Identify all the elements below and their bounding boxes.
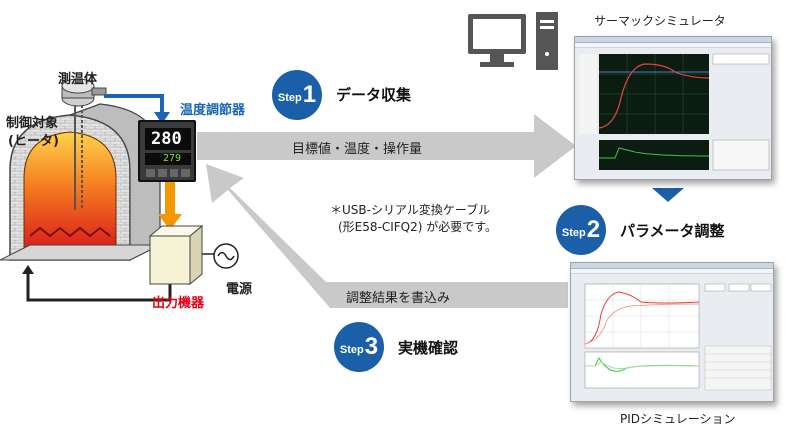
thermal-sim-plots — [579, 53, 770, 171]
controller-label: 温度調節器 — [180, 103, 246, 118]
pid-sim-title: PIDシミュレーション — [620, 412, 736, 426]
heater-coil — [29, 226, 111, 238]
output-device-label: 出力機器 — [152, 296, 205, 311]
target-sub-label: (ヒータ) — [8, 134, 59, 149]
step1-title: データ収集 — [336, 86, 412, 104]
pid-sim-window — [570, 262, 774, 402]
usb-note-line1: ＊USB-シリアル変換ケーブル — [330, 203, 491, 217]
usb-note: ＊USB-シリアル変換ケーブル (形E58-CIFQ2) が必要です。 — [330, 202, 497, 236]
target-label: 制御対象 — [6, 116, 59, 131]
thermal-sim-window — [574, 36, 772, 180]
heater-chamber — [23, 131, 117, 256]
write-arrow — [206, 164, 568, 308]
sensor-label: 測温体 — [58, 72, 98, 87]
step2-down-arrow — [652, 188, 684, 202]
signal-line — [104, 94, 170, 124]
pc-icon — [468, 12, 558, 70]
step2-title: パラメータ調整 — [620, 222, 725, 240]
power-label: 電源 — [226, 282, 253, 297]
sv-readout: 279 — [163, 153, 182, 164]
pid-sim-plots — [584, 283, 772, 391]
thermal-sim-title: サーマックシミュレータ — [594, 14, 726, 28]
collect-arrow-text: 目標値・温度・操作量 — [292, 142, 423, 157]
output-device — [148, 224, 239, 286]
output-signal-arrow — [158, 182, 182, 230]
write-arrow-text: 調整結果を書込み — [346, 291, 451, 306]
controller-display: 280 — [145, 128, 191, 150]
usb-note-line2: (形E58-CIFQ2) が必要です。 — [338, 220, 498, 234]
pv-readout: 280 — [151, 129, 182, 149]
temperature-controller: 280 279 — [138, 120, 196, 182]
step3-title: 実機確認 — [398, 339, 459, 357]
collect-arrow — [197, 114, 576, 178]
